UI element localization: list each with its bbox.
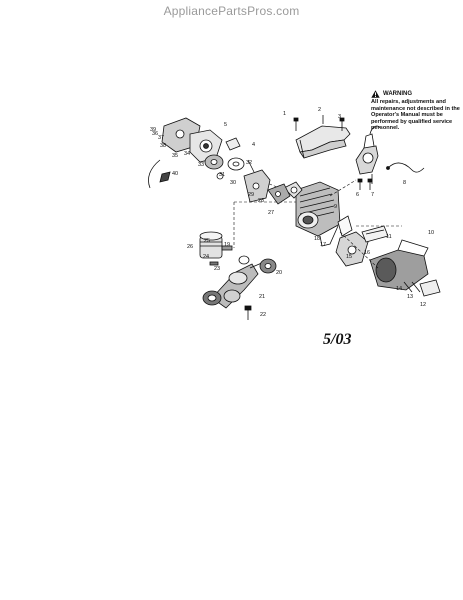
warning-text: All repairs, adjustments and maintenance… — [371, 99, 460, 132]
callout-13: 13 — [407, 294, 413, 300]
callout-34: 34 — [184, 151, 190, 157]
callout-27: 27 — [268, 210, 274, 216]
callout-20: 20 — [276, 270, 282, 276]
piston-pin-part — [209, 245, 233, 266]
mount-bracket-part — [243, 159, 271, 203]
callout-8: 8 — [403, 180, 406, 186]
exhaust-gasket-part — [337, 215, 353, 237]
warning-triangle-icon — [371, 90, 380, 98]
callout-12: 12 — [420, 302, 426, 308]
callout-2: 2 — [318, 107, 321, 113]
cylinder-cover-part — [295, 125, 351, 159]
callout-6: 6 — [356, 192, 359, 198]
callout-5: 5 — [224, 122, 227, 128]
callout-37: 37 — [158, 135, 164, 141]
callout-24: 24 — [203, 254, 209, 260]
crankcase-part — [161, 117, 223, 163]
callout-14: 14 — [396, 286, 402, 292]
muffler-cover-part — [335, 231, 369, 267]
warning-title: WARNING — [383, 90, 412, 97]
clutch-part — [216, 137, 241, 180]
callout-28: 28 — [258, 198, 264, 204]
warning-block: WARNING All repairs, adjustments and mai… — [371, 90, 463, 132]
callout-1: 1 — [283, 111, 286, 117]
callout-4: 4 — [252, 142, 255, 148]
callout-9: 9 — [334, 204, 337, 210]
spark-arrestor-part — [361, 225, 389, 243]
cover-screws — [293, 115, 345, 131]
callout-labels: 1 2 3 4 5 6 7 8 9 10 11 12 13 14 15 16 1… — [150, 107, 434, 318]
callout-26: 26 — [187, 244, 193, 250]
intake-boot-part — [283, 181, 303, 199]
warning-title-row: WARNING — [371, 90, 463, 98]
callout-29: 29 — [248, 192, 254, 198]
bolt-part — [244, 305, 252, 320]
piston-part — [199, 231, 223, 259]
callout-33: 33 — [198, 162, 204, 168]
callout-21: 21 — [259, 294, 265, 300]
ignition-module-part — [355, 125, 381, 184]
muffler-part — [369, 239, 429, 291]
muffler-plate-part — [419, 279, 441, 297]
site-header: AppliancePartsPros.com — [163, 4, 300, 18]
bearing-lower-part — [202, 290, 222, 306]
wire-lead-part — [386, 162, 425, 173]
callout-40: 40 — [172, 171, 178, 177]
callout-16: 16 — [364, 250, 370, 256]
callout-7: 7 — [371, 192, 374, 198]
callout-31: 31 — [219, 172, 225, 178]
washer-part — [227, 157, 245, 171]
callout-39: 39 — [150, 127, 156, 133]
crankshaft-part — [211, 261, 265, 309]
callout-22: 22 — [260, 312, 266, 318]
callout-3: 3 — [338, 114, 341, 120]
main-bearing-part — [259, 258, 277, 274]
callout-17: 17 — [320, 242, 326, 248]
fuel-line-part — [148, 159, 171, 189]
cylinder-part — [295, 181, 341, 247]
callout-35: 35 — [172, 153, 178, 159]
callout-23: 23 — [214, 266, 220, 272]
callout-38: 38 — [160, 143, 166, 149]
callout-11: 11 — [386, 234, 392, 240]
callout-30: 30 — [230, 180, 236, 186]
callout-10: 10 — [428, 230, 434, 236]
callout-15: 15 — [346, 254, 352, 260]
module-screws — [357, 178, 373, 190]
callout-19: 19 — [224, 242, 230, 248]
muffler-screws — [403, 281, 421, 293]
callout-32: 32 — [246, 160, 252, 166]
date-code: 5/03 — [323, 331, 352, 348]
callout-36: 36 — [152, 131, 158, 137]
callout-25: 25 — [204, 238, 210, 244]
flywheel-part — [204, 154, 224, 170]
seal-part — [238, 255, 250, 265]
carburetor-part — [267, 183, 291, 205]
callout-18: 18 — [314, 236, 320, 242]
